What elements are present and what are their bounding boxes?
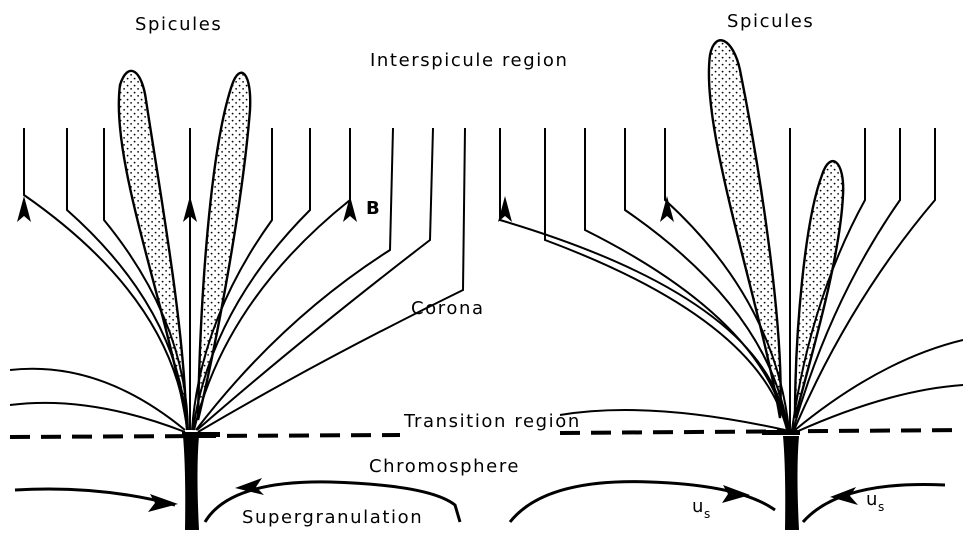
label-interspicule-region: Interspicule region [370,50,568,71]
field-arrow-3 [343,196,357,222]
flow-right-in [801,483,946,523]
velocity-subscript-right: s [878,500,884,514]
label-velocity-right: u s [866,489,884,514]
spicule-right-2 [793,160,845,419]
transition-region-line [9,428,963,439]
label-spicules-left: Spicules [135,14,222,35]
label-velocity-left: u s [692,496,710,521]
velocity-subscript-left: s [704,507,710,521]
spicule-left-2 [196,71,252,421]
field-arrow-4 [498,196,512,222]
flow-arrow-right-in [830,487,858,505]
spicule-right-1 [707,39,782,419]
field-arrow-1 [17,196,31,222]
flow-left-in [14,487,176,507]
label-chromosphere: Chromosphere [369,456,520,477]
label-supergranulation: Supergranulation [242,507,423,528]
field-arrow-5 [660,196,674,222]
label-spicules-right: Spicules [727,11,814,32]
flow-arrow-left-in [148,494,178,512]
field-arrow-2 [183,196,197,222]
spicules [117,39,845,421]
label-corona: Corona [411,298,485,319]
flow-arrow-center-left [235,478,264,495]
flow-center-right [508,480,776,523]
flow-center-left [203,480,462,523]
label-transition-region: Transition region [403,411,581,432]
field-lines-right [499,128,963,433]
flow-arrow-center-right [722,485,750,503]
velocity-symbol-left: u [692,496,703,517]
spicule-left-1 [117,69,188,421]
label-magnetic-field: B [366,198,380,219]
velocity-symbol-right: u [866,489,877,510]
supergranulation-flows [14,478,946,523]
field-arrows [17,196,674,222]
